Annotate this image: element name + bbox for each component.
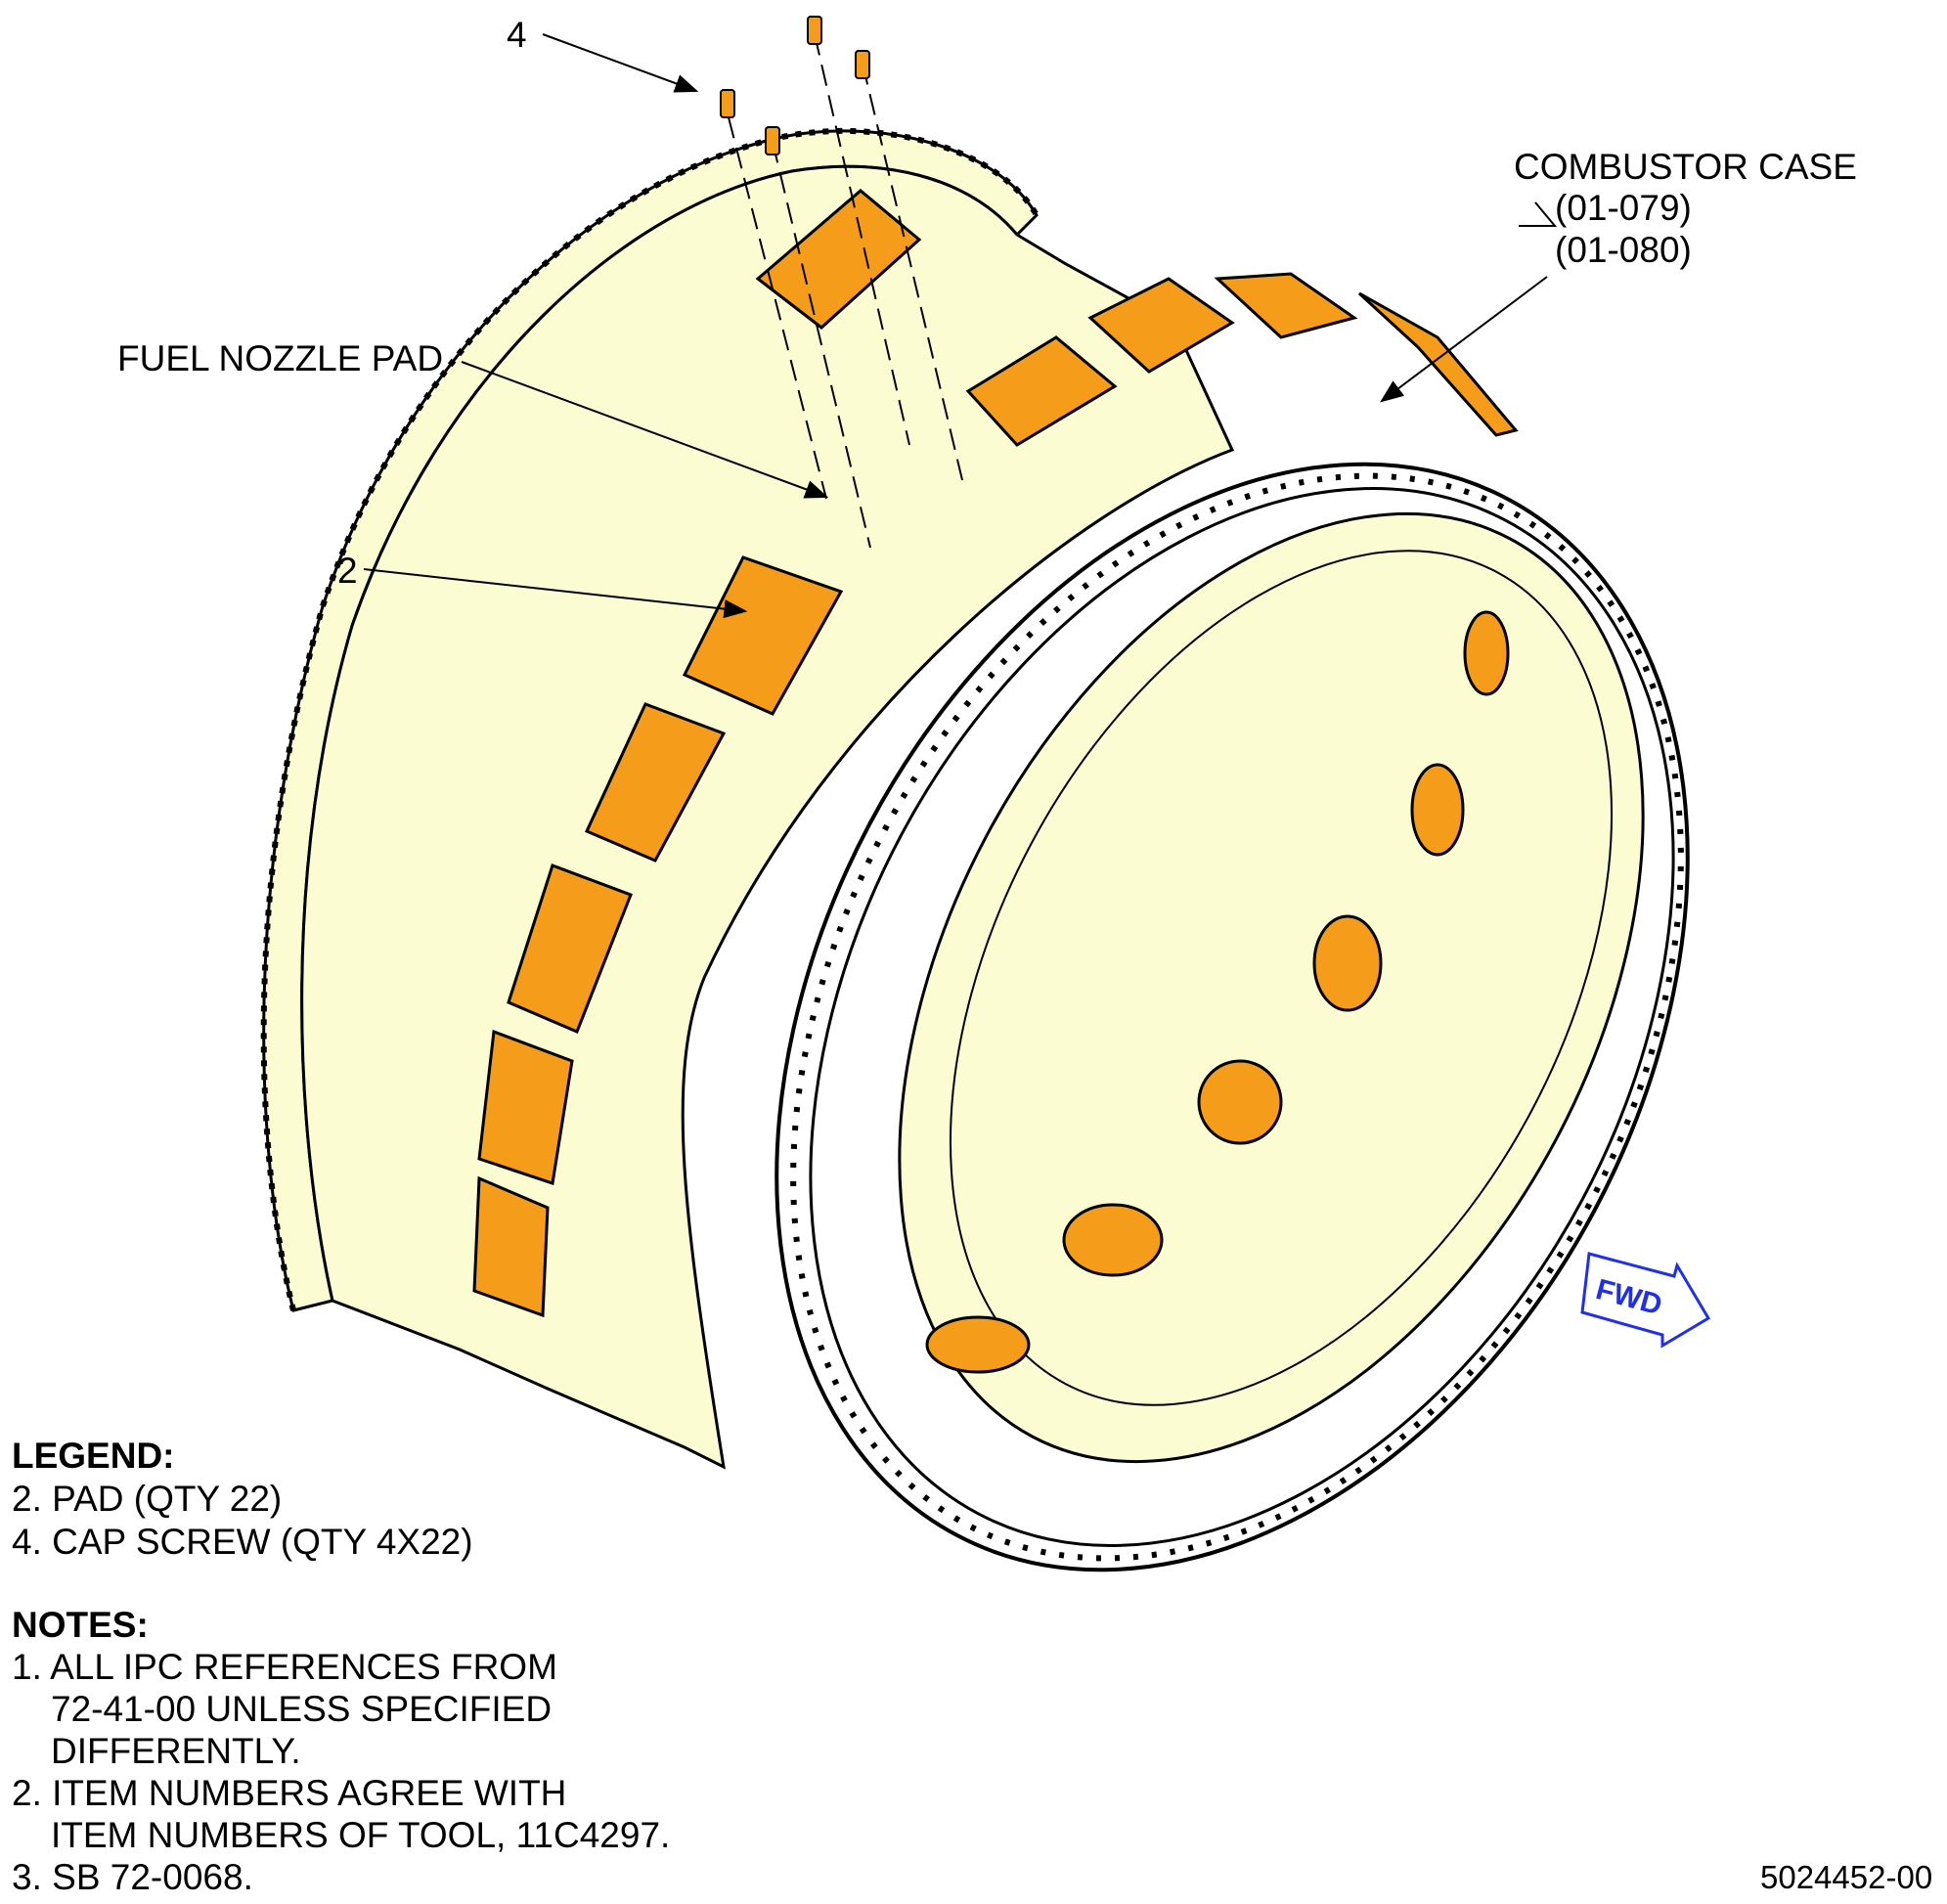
note-3: 3. SB 72-0068. bbox=[12, 1856, 670, 1898]
figure-number: 5024452-00 bbox=[1760, 1859, 1933, 1895]
leader-lines bbox=[363, 33, 1558, 619]
notes-title: NOTES: bbox=[12, 1605, 149, 1645]
legend-title: LEGEND: bbox=[12, 1436, 175, 1476]
callout-combustor-case: COMBUSTOR CASE bbox=[1514, 147, 1857, 187]
fwd-arrow-icon: FWD bbox=[1580, 1252, 1711, 1349]
callout-fuel-nozzle-pad: FUEL NOZZLE PAD bbox=[117, 338, 444, 378]
callout-item-4: 4 bbox=[507, 15, 527, 55]
note-number: 2. bbox=[12, 1773, 42, 1813]
note-line: SB 72-0068. bbox=[52, 1857, 253, 1897]
note-2: 2. ITEM NUMBERS AGREE WITH bbox=[12, 1772, 670, 1814]
legend-item: 4. CAP SCREW (QTY 4X22) bbox=[12, 1522, 473, 1562]
legend: LEGEND: 2. PAD (QTY 22) 4. CAP SCREW (QT… bbox=[12, 1435, 473, 1564]
inner-ports bbox=[925, 610, 1510, 1374]
note-line: ITEM NUMBERS OF TOOL, 11C4297. bbox=[51, 1815, 671, 1855]
note-line: ALL IPC REFERENCES FROM bbox=[50, 1647, 557, 1687]
note-1: 1. ALL IPC REFERENCES FROM bbox=[12, 1646, 670, 1688]
note-line: DIFFERENTLY. bbox=[51, 1731, 301, 1771]
note-line: ITEM NUMBERS AGREE WITH bbox=[52, 1773, 567, 1813]
note-number: 3. bbox=[12, 1857, 42, 1897]
fuel-nozzle-pads bbox=[472, 272, 1519, 1318]
callout-combustor-ref1: (01-079) bbox=[1555, 188, 1692, 228]
legend-item: 2. PAD (QTY 22) bbox=[12, 1479, 283, 1519]
note-number: 1. bbox=[12, 1647, 42, 1687]
callout-combustor-ref2: (01-080) bbox=[1555, 230, 1692, 270]
note-line: 72-41-00 UNLESS SPECIFIED bbox=[51, 1689, 553, 1729]
callout-item-2: 2 bbox=[337, 551, 358, 591]
exploded-pad bbox=[720, 16, 964, 549]
notes: NOTES: 1. ALL IPC REFERENCES FROM 72-41-… bbox=[12, 1604, 670, 1898]
